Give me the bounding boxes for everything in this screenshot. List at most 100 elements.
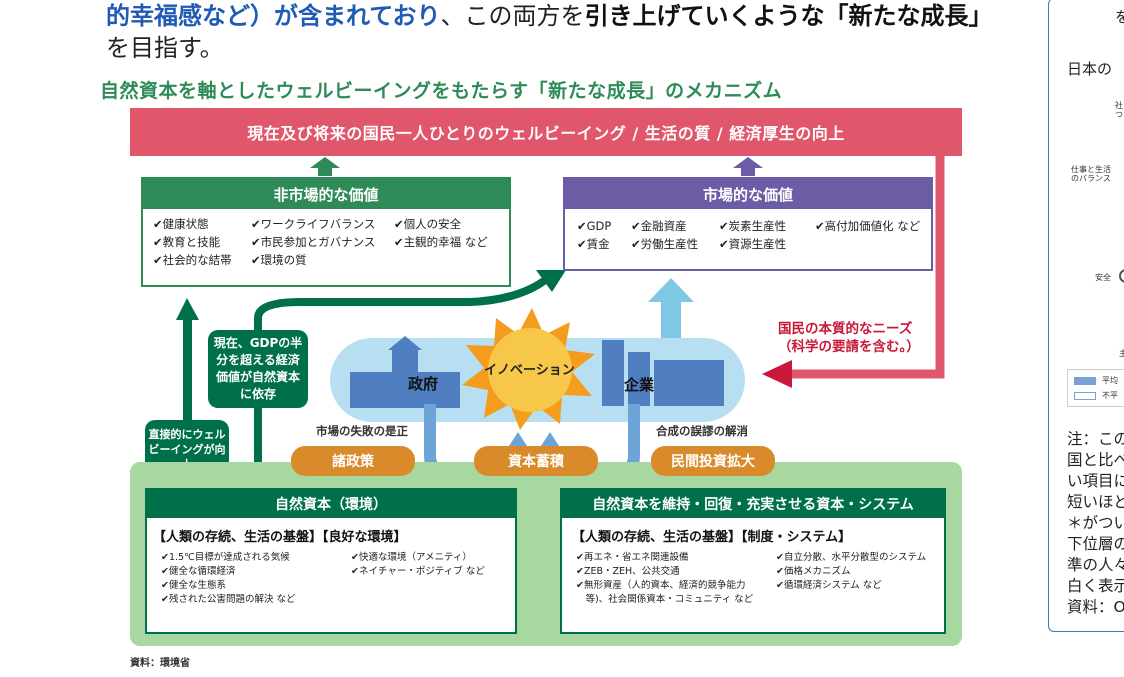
side-tiny-2: 仕事と生活 のバランス [1071, 165, 1111, 183]
capital-system-box: 自然資本を維持・回復・充実させる資本・システム 【人類の存続、生活の基盤】【制度… [560, 488, 946, 634]
side-notes: 注：この 国と比べ い項目に 短いほど ＊がつい 下位層の 準の人々 白く表示 … [1067, 429, 1124, 618]
fallacy-label: 合成の誤謬の解消 [656, 424, 748, 438]
arrow-up-nonmarket [310, 157, 340, 176]
natural-capital-lists: ✔1.5℃目標が達成される気候 ✔健全な循環経済 ✔健全な生態系 ✔残された公害… [147, 545, 515, 607]
non-market-row-1: ✔健康状態 ✔ワークライフバランス ✔個人の安全 [153, 215, 509, 233]
list-item: ✔高付加価値化 など [815, 219, 921, 233]
company-building [654, 360, 724, 406]
side-tiny-1b: つ [1115, 110, 1123, 119]
side-note-line: 注：この [1067, 430, 1124, 448]
capital-system-col-2: ✔自立分散、水平分散型のシステム ✔価格メカニズム ✔循環経済システム など [776, 551, 926, 607]
list-item: ✔再エネ・省エネ関連設備 [576, 552, 689, 563]
list-item: ✔ワークライフバランス [251, 217, 376, 231]
market-list: ✔GDP✔金融資産✔炭素生産性✔高付加価値化 など ✔賃金✔労働生産性✔資源生産… [565, 209, 931, 253]
side-tiny-1a: 社 [1115, 101, 1123, 110]
arrow-up-market [733, 157, 763, 176]
non-market-panel: 非市場的な価値 ✔健康状態 ✔ワークライフバランス ✔個人の安全 ✔教育と技能 ✔市民… [141, 177, 511, 287]
needs-note: 国民の本質的なニーズ （科学の要請を含む。） [778, 320, 920, 356]
capital-accumulation-pill: 資本蓄積 [474, 446, 598, 476]
legend-label-2: 不平 [1102, 391, 1118, 400]
gdp-arrow-line [254, 274, 551, 490]
needs-arrow-line [790, 156, 945, 379]
side-anzen: 安全 [1095, 273, 1111, 282]
legend-swatch-outline [1074, 392, 1096, 400]
list-item: ✔炭素生産性 [719, 219, 787, 233]
list-item: ✔価格メカニズム [776, 566, 851, 577]
capital-system-title: 自然資本を維持・回復・充実させる資本・システム [562, 490, 944, 518]
wellbeing-bar: 現在及び将来の国民一人ひとりのウェルビーイング / 生活の質 / 経済厚生の向上 [130, 108, 962, 156]
capital-arrow-1 [509, 432, 527, 446]
side-note-line: 準の人々 [1067, 556, 1124, 574]
market-failure-label: 市場の失敗の是正 [316, 424, 408, 438]
list-item: ✔快適な環境（アメニティ） [351, 552, 472, 563]
side-panel: を 日本の 社 つ 仕事と生活 のバランス 安全 主 平均 不平 注：この 国と… [1048, 0, 1124, 632]
natural-capital-box: 自然資本（環境） 【人類の存続、生活の基盤】【良好な環境】 ✔1.5℃目標が達成… [145, 488, 517, 634]
government-building [350, 372, 460, 408]
diagram-title: 自然資本を軸としたウェルビーイングをもたらす「新たな成長」のメカニズム [100, 80, 783, 102]
side-legend: 平均 不平 [1067, 369, 1124, 407]
direct-arrow-line [183, 318, 192, 468]
government-tower [392, 348, 418, 374]
direct-arrowhead [176, 298, 199, 320]
list-item: ✔個人の安全 [394, 217, 462, 231]
non-market-title: 非市場的な価値 [143, 179, 509, 209]
list-item: ✔循環経済システム など [776, 580, 882, 591]
list-item: ✔無形資産（人的資本、経済的競争能力 [576, 580, 746, 591]
list-item: ✔市民参加とガバナンス [251, 235, 376, 249]
side-heading: 日本の [1067, 60, 1113, 78]
legend-swatch-filled [1074, 377, 1096, 385]
list-item: ✔残された公害問題の解決 など [161, 594, 296, 605]
list-item: ✔GDP [577, 219, 612, 233]
list-item: ✔健全な循環経済 [161, 566, 236, 577]
needs-arrowhead [762, 360, 792, 388]
innovation-label: イノベーション [484, 363, 575, 378]
list-item: ✔ネイチャー・ポジティブ など [351, 566, 485, 577]
natural-capital-col-2: ✔快適な環境（アメニティ） ✔ネイチャー・ポジティブ など [351, 551, 485, 607]
intro-bold-text: 引き上げていくような「新たな成長」 [584, 2, 993, 30]
capital-system-subtitle: 【人類の存続、生活の基盤】【制度・システム】 [572, 530, 852, 545]
list-item: ✔資源生産性 [719, 237, 787, 251]
list-item: ✔賃金 [577, 237, 610, 251]
list-item: ✔自立分散、水平分散型のシステム [776, 552, 927, 563]
side-tiny-3: 主 [1119, 349, 1124, 358]
list-item: ✔健全な生態系 [161, 580, 226, 591]
capital-arrow-2 [541, 432, 559, 446]
side-note-line: 白く表示 [1067, 577, 1124, 595]
intro-line-2: を目指す。 [106, 34, 224, 62]
side-tiny-1: 社 つ [1115, 101, 1123, 119]
market-panel: 市場的な価値 ✔GDP✔金融資産✔炭素生産性✔高付加価値化 など ✔賃金✔労働生… [563, 177, 933, 271]
needs-note-line-2: （科学の要請を含む。） [778, 339, 920, 355]
company-label: 企業 [624, 376, 655, 394]
list-item: ✔1.5℃目標が達成される気候 [161, 552, 290, 563]
needs-note-line-1: 国民の本質的なニーズ [778, 321, 913, 337]
natural-capital-col-1: ✔1.5℃目標が達成される気候 ✔健全な循環経済 ✔健全な生態系 ✔残された公害… [161, 551, 351, 607]
intro-plain-text: 、この両方を [440, 2, 585, 30]
side-tiny-2a: 仕事と生活 [1071, 165, 1111, 174]
list-item: ✔教育と技能 [153, 235, 221, 249]
list-item: ✔社会的な結帯 [153, 253, 232, 267]
side-note-line: 国と比べ [1067, 451, 1124, 469]
market-row-1: ✔GDP ✔金融資産 ✔炭素生産性 ✔高付加価値化 など [577, 217, 931, 235]
list-item: ✔主観的幸福 など [394, 235, 488, 249]
list-item: ✔金融資産 [631, 219, 687, 233]
list-item: ✔健康状態 [153, 217, 209, 231]
market-growth-arrowhead [648, 278, 694, 302]
capital-system-lists: ✔再エネ・省エネ関連設備 ✔ZEB・ZEH、公共交通 ✔無形資産（人的資本、経済… [562, 545, 944, 607]
natural-capital-subtitle: 【人類の存続、生活の基盤】【良好な環境】 [153, 530, 407, 545]
side-note-line: 短いほど [1067, 493, 1124, 511]
natural-capital-title: 自然資本（環境） [147, 490, 515, 518]
list-item: 等)、社会関係資本・コミュニティ など [576, 594, 754, 605]
side-note-line: 資料：O [1067, 598, 1124, 616]
side-tiny-2b: のバランス [1071, 174, 1111, 183]
non-market-row-2: ✔教育と技能 ✔市民参加とガバナンス ✔主観的幸福 など [153, 233, 509, 251]
innovation-sun-core [488, 328, 572, 412]
company-tower-2 [628, 352, 650, 406]
market-growth-arrow-stem [661, 300, 681, 342]
side-note-line: ＊がつい [1067, 514, 1124, 532]
side-note-line: い項目に [1067, 472, 1124, 490]
list-item: ✔ZEB・ZEH、公共交通 [576, 566, 680, 577]
market-title: 市場的な価値 [565, 179, 931, 209]
government-roof [388, 336, 422, 350]
side-top-char: を [1115, 7, 1124, 27]
